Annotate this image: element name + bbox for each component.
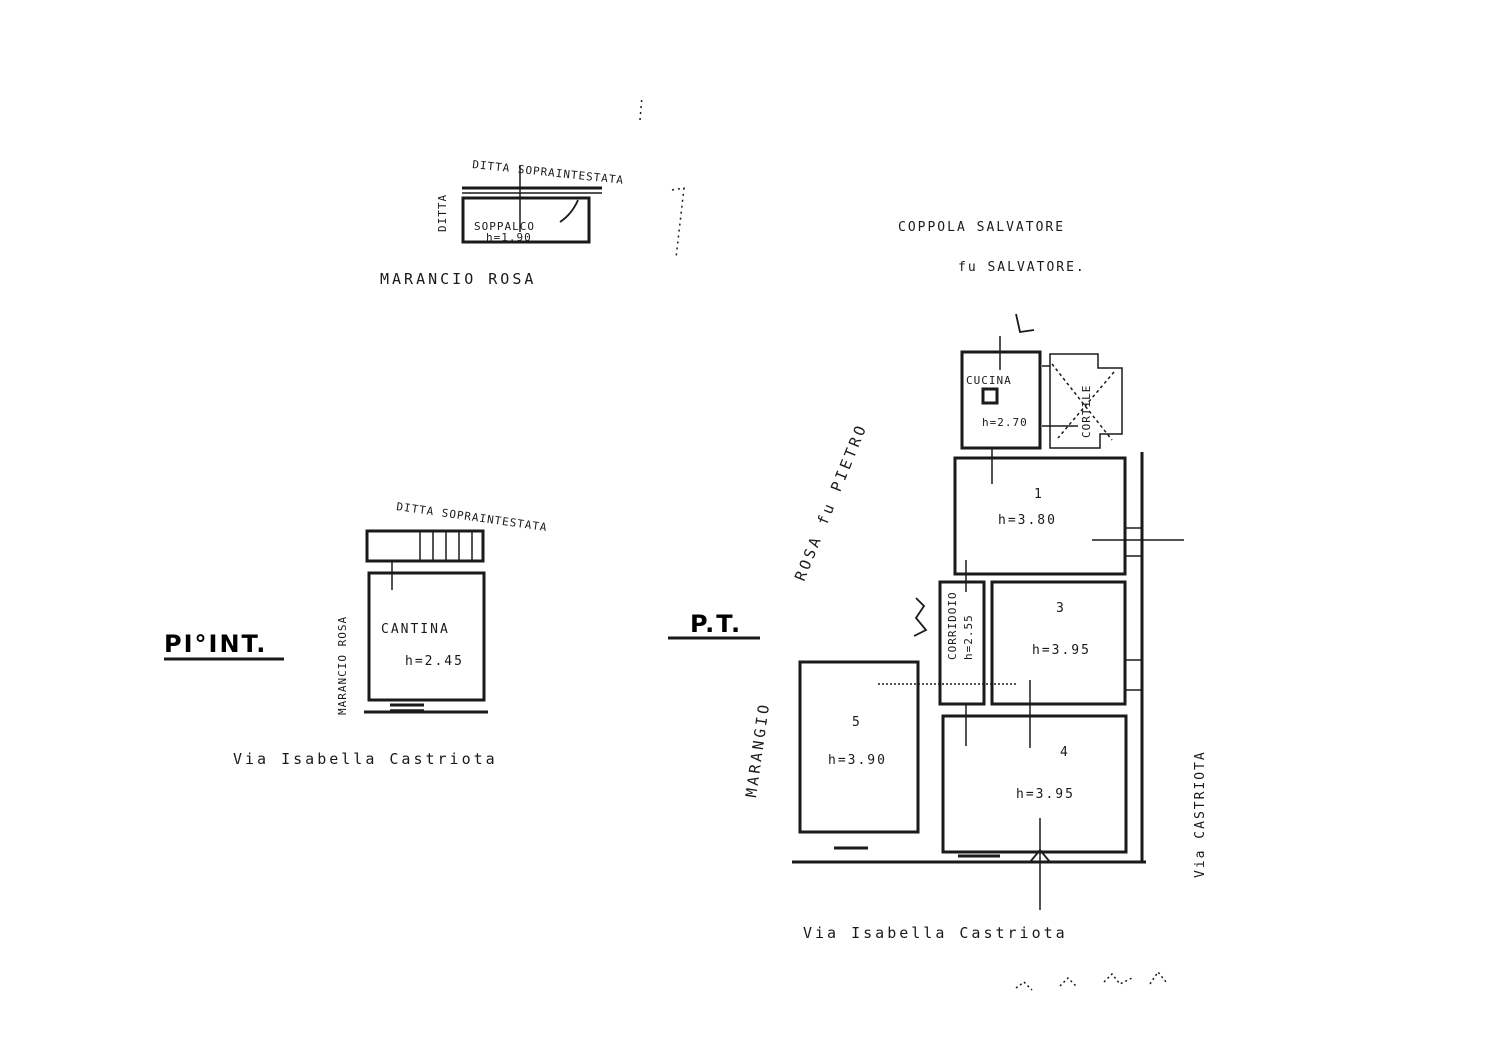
cucina-hearth — [981, 387, 999, 405]
corridoio-outline — [938, 580, 986, 706]
basement-north-label: DITTA SOPRAINTESTATA — [396, 500, 549, 534]
cortile-name: CORTILE — [1080, 385, 1093, 438]
cantina-room-outline — [367, 571, 486, 702]
ground-floor-label: P.T. — [690, 610, 742, 638]
room-3-name: 3 — [1056, 601, 1066, 616]
corridoio-name: CORRIDOIO — [946, 591, 959, 660]
cantina-room-height: h=2.45 — [405, 654, 464, 669]
mezzanine-room-height: h=1.90 — [486, 231, 532, 244]
room-3-outline — [990, 580, 1127, 706]
basement-floor-label: PI°INT. — [164, 630, 267, 658]
room-4-height: h=3.95 — [1016, 787, 1075, 802]
mezzanine-south-label: MARANCIO ROSA — [380, 270, 536, 288]
mezzanine-sketch-mark — [559, 199, 579, 223]
basement-west-label: MARANCIO ROSA — [336, 616, 349, 715]
room-3-height: h=3.95 — [1032, 643, 1091, 658]
room-1-outline — [953, 456, 1127, 576]
room-4-name: 4 — [1060, 745, 1070, 760]
basement-floor-plan: PI°INT. CANTINA h=2.45 DITTA SOPRAINTEST… — [164, 500, 548, 768]
room-5-name: 5 — [852, 715, 862, 730]
room-1-name: 1 — [1034, 487, 1044, 502]
room-1-height: h=3.80 — [998, 513, 1057, 528]
handwritten-marks — [1015, 970, 1167, 991]
ground-west-label-upper: ROSA fu PIETRO — [791, 421, 871, 584]
basement-street-label: Via Isabella Castriota — [233, 750, 498, 768]
mezzanine-plan: DITTA SOPRAINTESTATA DITTA MARANCIO ROSA… — [380, 95, 685, 288]
cucina-room-outline — [960, 350, 1042, 450]
ground-north-label-1: COPPOLA SALVATORE — [898, 220, 1065, 235]
mezzanine-west-label: DITTA — [436, 194, 449, 232]
cucina-room-name: CUCINA — [966, 374, 1012, 387]
ground-west-label-lower: MARANGIO — [742, 701, 773, 799]
room-5-height: h=3.90 — [828, 753, 887, 768]
basement-staircase — [365, 529, 485, 563]
corridoio-sketch-mark — [913, 597, 928, 637]
ground-floor-plan: P.T. COPPOLA SALVATORE fu SALVATORE. ROS… — [668, 220, 1208, 991]
cortile-cross-line — [1051, 363, 1113, 441]
cortile-outline — [1049, 353, 1123, 449]
mezzanine-north-label: DITTA SOPRAINTESTATA — [472, 158, 625, 187]
corridoio-height: h=2.55 — [962, 614, 975, 660]
mezzanine-dotted-marks — [639, 95, 685, 259]
mezzanine-room-name: SOPPALCO — [474, 220, 535, 233]
ground-east-label: Via CASTRIOTA — [1193, 750, 1208, 878]
room-5-outline — [798, 660, 920, 834]
cucina-sketch-mark — [1015, 313, 1035, 334]
ground-street-label: Via Isabella Castriota — [803, 924, 1068, 942]
mezzanine-room-outline — [461, 196, 591, 244]
room-4-outline — [941, 714, 1128, 854]
cortile-cross-line — [1057, 371, 1115, 439]
entrance-arrow-icon — [1029, 848, 1051, 863]
cantina-room-name: CANTINA — [381, 622, 450, 637]
ground-north-label-2: fu SALVATORE. — [958, 260, 1086, 275]
cucina-room-height: h=2.70 — [982, 416, 1028, 429]
